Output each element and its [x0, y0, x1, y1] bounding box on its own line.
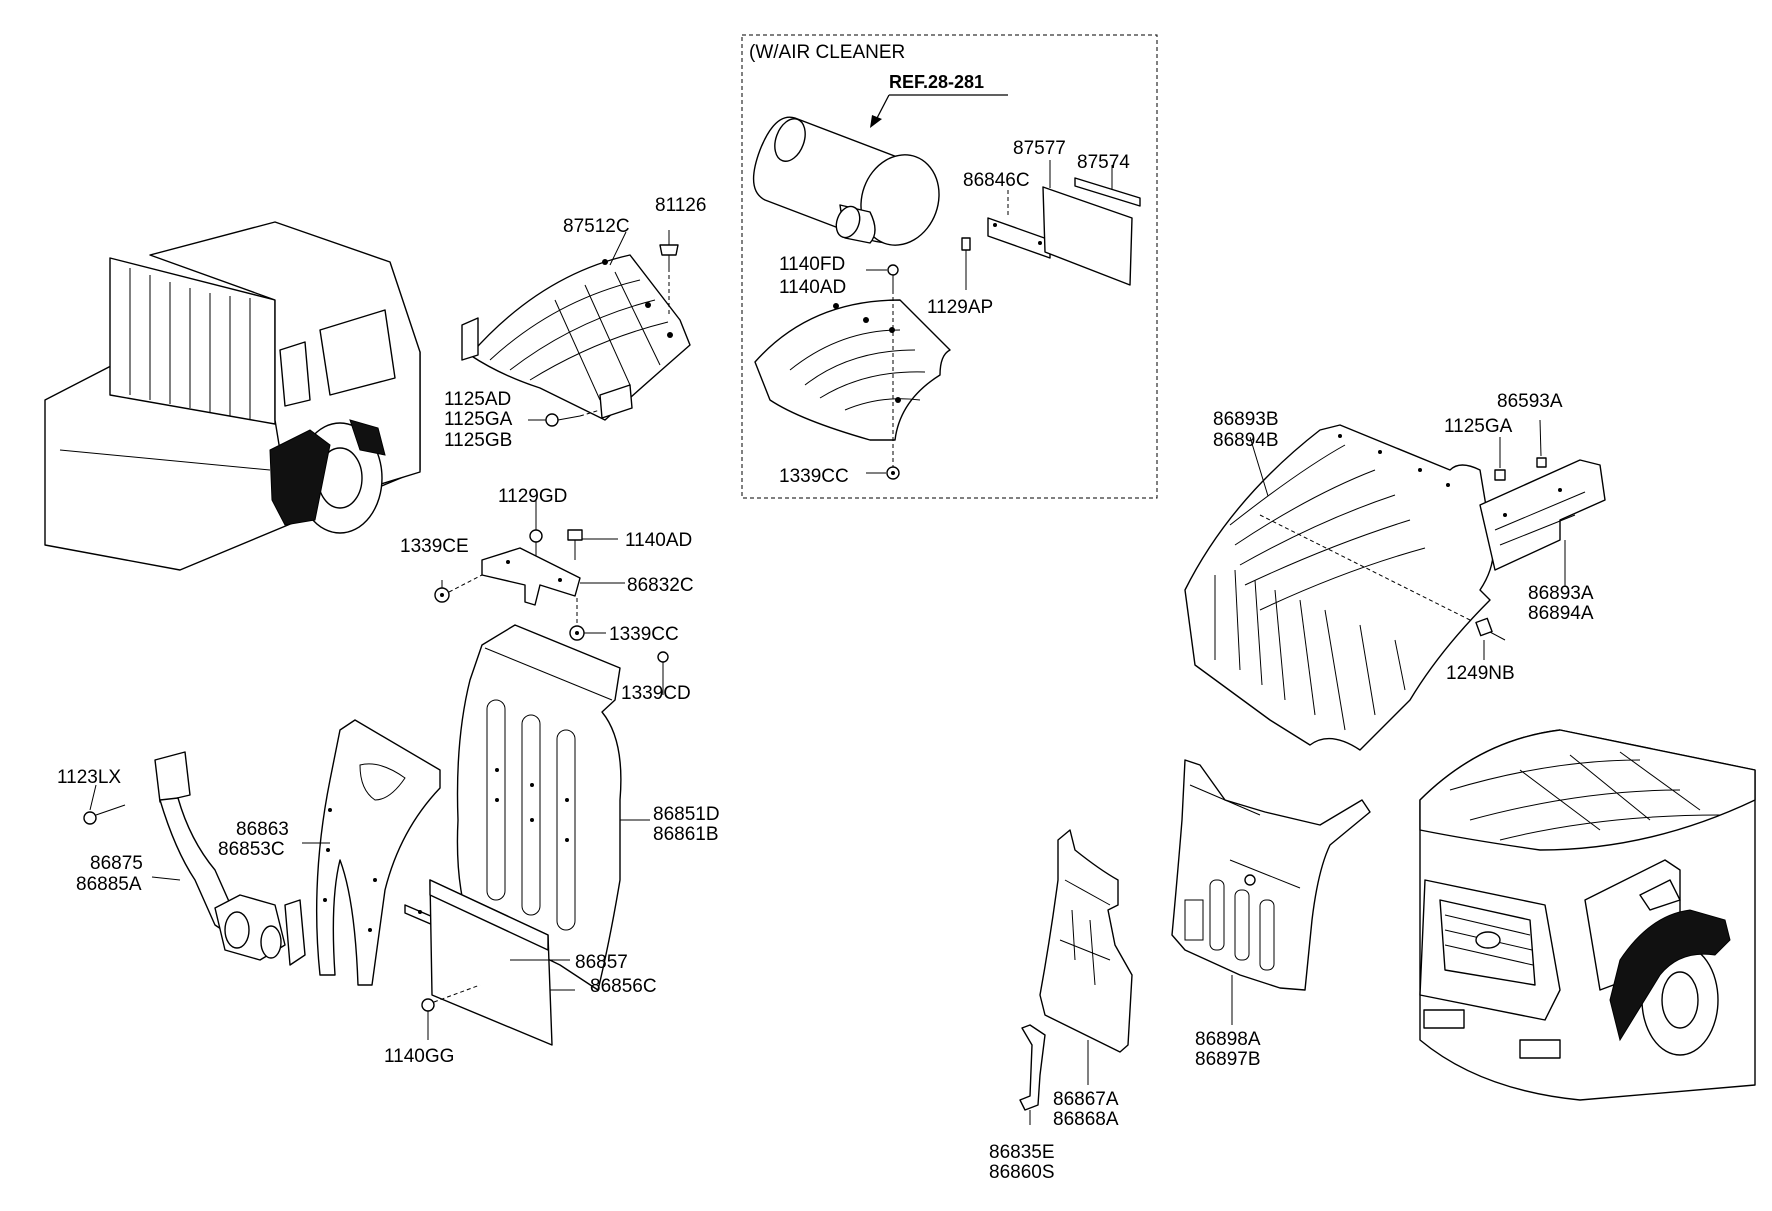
label-1123lx: 1123LX	[57, 767, 121, 788]
clip-81126-icon	[659, 244, 679, 315]
air-cleaner-box-title: (W/AIR CLEANER	[749, 42, 905, 63]
label-1339cc-b: 1339CC	[609, 624, 679, 645]
plate-bracket-86846c-drawing	[987, 190, 1051, 259]
bolt-1140gg-icon	[421, 984, 481, 1040]
label-86898a: 86898A	[1195, 1029, 1261, 1050]
label-1125ga-b: 1125GA	[1444, 416, 1513, 437]
label-86868a: 86868A	[1053, 1109, 1119, 1130]
label-1129ap: 1129AP	[927, 297, 993, 318]
label-86893b: 86893B	[1213, 409, 1279, 430]
label-86875: 86875	[90, 853, 143, 874]
truck-front-view-drawing	[1419, 729, 1756, 1101]
bolt-1140ad-b-icon	[567, 529, 583, 560]
truck-side-view-drawing	[44, 221, 421, 571]
label-1339cd: 1339CD	[621, 683, 691, 704]
stay-86863-drawing	[315, 719, 441, 986]
nut-1339cc-b-icon	[569, 625, 585, 641]
bolt-1140fd-icon	[887, 264, 899, 470]
bolt-1123lx-icon	[83, 804, 126, 825]
label-81126: 81126	[655, 195, 706, 216]
label-86851d: 86851D	[653, 804, 720, 825]
label-86853c: 86853C	[218, 839, 285, 860]
label-86894b: 86894B	[1213, 430, 1279, 451]
label-1140ad-b: 1140AD	[625, 530, 692, 551]
nut-1339cd-icon	[657, 651, 669, 695]
label-86593a: 86593A	[1497, 391, 1563, 412]
label-1140gg: 1140GG	[384, 1046, 454, 1067]
label-87577: 87577	[1013, 138, 1066, 159]
bracket-86832c-drawing	[481, 547, 581, 606]
inner-fender-86893b-drawing	[1184, 424, 1495, 751]
label-1125gb: 1125GB	[444, 430, 512, 451]
ref-28-281-label: REF.28-281	[889, 72, 984, 92]
bolt-1129gd-icon	[529, 529, 543, 556]
label-1125ad: 1125AD	[444, 389, 511, 410]
air-cleaner-bracket-drawing	[754, 299, 951, 441]
mud-flap-86856c-drawing	[429, 879, 553, 1046]
clip-86593a-icon	[1536, 419, 1547, 468]
label-86885a: 86885A	[76, 874, 142, 895]
label-86867a: 86867A	[1053, 1089, 1119, 1110]
label-86894a: 86894A	[1528, 603, 1594, 624]
label-1140ad-a: 1140AD	[779, 277, 846, 298]
bolt-1249nb-icon	[1475, 617, 1506, 660]
label-1129gd: 1129GD	[498, 486, 567, 507]
panel-87577-drawing	[1042, 160, 1133, 286]
inner-panel-86867a-drawing	[1039, 829, 1133, 1053]
label-1249nb: 1249NB	[1446, 663, 1515, 684]
label-1339ce: 1339CE	[400, 536, 469, 557]
mud-flap-bracket-86875-drawing	[154, 751, 306, 966]
label-86861b: 86861B	[653, 824, 719, 845]
bolt-1125ga-b-icon	[1494, 437, 1506, 481]
label-86893a: 86893A	[1528, 583, 1594, 604]
label-86835e: 86835E	[989, 1142, 1055, 1163]
nut-1339ce-icon	[434, 587, 450, 603]
bracket-86835e-drawing	[1019, 1024, 1046, 1111]
label-86857: 86857	[575, 952, 628, 973]
label-87574: 87574	[1077, 152, 1130, 173]
label-86860s: 86860S	[989, 1162, 1055, 1183]
bolt-1125ad-icon	[545, 409, 601, 427]
mudguard-86851d-drawing	[456, 624, 622, 991]
label-1125ga-a: 1125GA	[444, 409, 513, 430]
label-87512c: 87512C	[563, 216, 630, 237]
label-86856c: 86856C	[590, 976, 657, 997]
air-cleaner-drawing	[752, 116, 940, 246]
bolt-1129ap-icon	[961, 237, 971, 290]
label-86846c: 86846C	[963, 170, 1030, 191]
strip-87574-drawing	[1074, 165, 1141, 207]
cover-87512c-drawing	[461, 254, 691, 421]
air-cleaner-box-border	[741, 34, 1158, 499]
bracket-86893a-drawing	[1479, 459, 1606, 571]
label-1140fd: 1140FD	[779, 254, 845, 275]
label-86897b: 86897B	[1195, 1049, 1261, 1070]
nut-1339cc-icon	[886, 466, 900, 480]
air-cleaner-option-box: (W/AIR CLEANER REF.28-281	[741, 34, 1158, 499]
fender-86898a-drawing	[1171, 759, 1371, 991]
label-86863: 86863	[236, 819, 289, 840]
label-86832c: 86832C	[627, 575, 694, 596]
label-1339cc-a: 1339CC	[779, 466, 849, 487]
